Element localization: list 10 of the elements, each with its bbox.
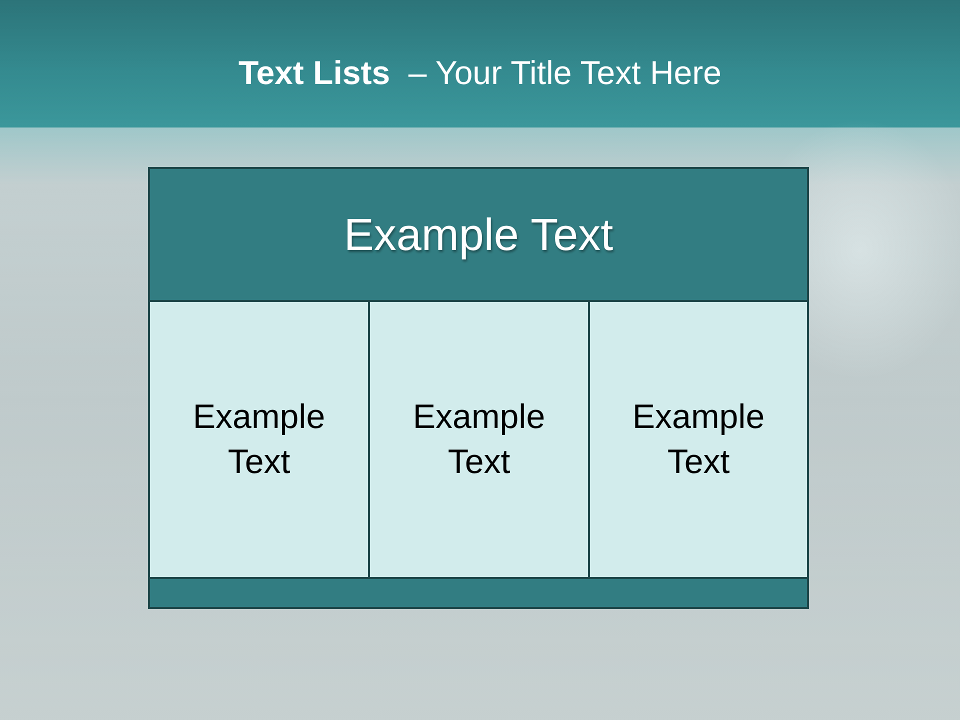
cell-text: Example Text [412, 396, 546, 482]
cell-text: Example Text [192, 396, 326, 482]
footer-bar [148, 577, 809, 609]
table-cell [368, 300, 590, 579]
slide-title: Text Lists – Your Title Text Here [237, 53, 722, 93]
cell-text: Example Text [631, 396, 766, 482]
table-cell [588, 300, 809, 579]
header-cell [148, 167, 809, 302]
table-cell [148, 300, 370, 579]
header-text: Example Text [344, 208, 614, 262]
